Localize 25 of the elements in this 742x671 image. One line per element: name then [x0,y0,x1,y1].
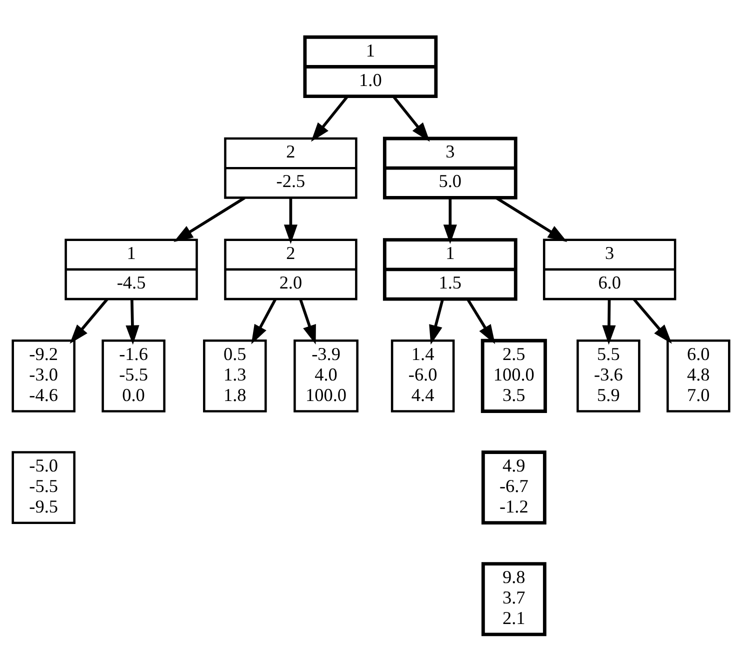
arrow [632,298,672,344]
node-box: 9.8 3.7 2.1 [481,562,546,636]
arrow [443,198,457,244]
node-box: 1.4 -6.0 4.4 [390,339,455,412]
arrow [251,298,277,344]
arrow [392,96,430,142]
node-box: 4.9 -6.7 -1.2 [481,450,546,525]
arrow [70,298,108,344]
node-box: 5.5 -3.6 5.9 [576,339,640,412]
arrow [602,299,616,345]
arrow [299,298,316,344]
node-box: -1.6 -5.5 0.0 [102,339,166,412]
node-box: -5.0 -5.5 -9.5 [12,451,76,524]
arrow [174,196,246,242]
arrow [311,96,348,142]
node-box: 2.5 100.0 3.5 [480,338,547,413]
arrow [284,198,298,244]
arrow [429,298,444,345]
arrow [496,196,568,242]
arrow [126,299,140,345]
node-box: 6.0 4.8 7.0 [666,339,730,412]
node-box: -9.2 -3.0 -4.6 [12,339,76,412]
arrow [466,298,496,344]
node-box: -3.9 4.0 100.0 [294,339,358,412]
node-box: 0.5 1.3 1.8 [203,339,267,412]
